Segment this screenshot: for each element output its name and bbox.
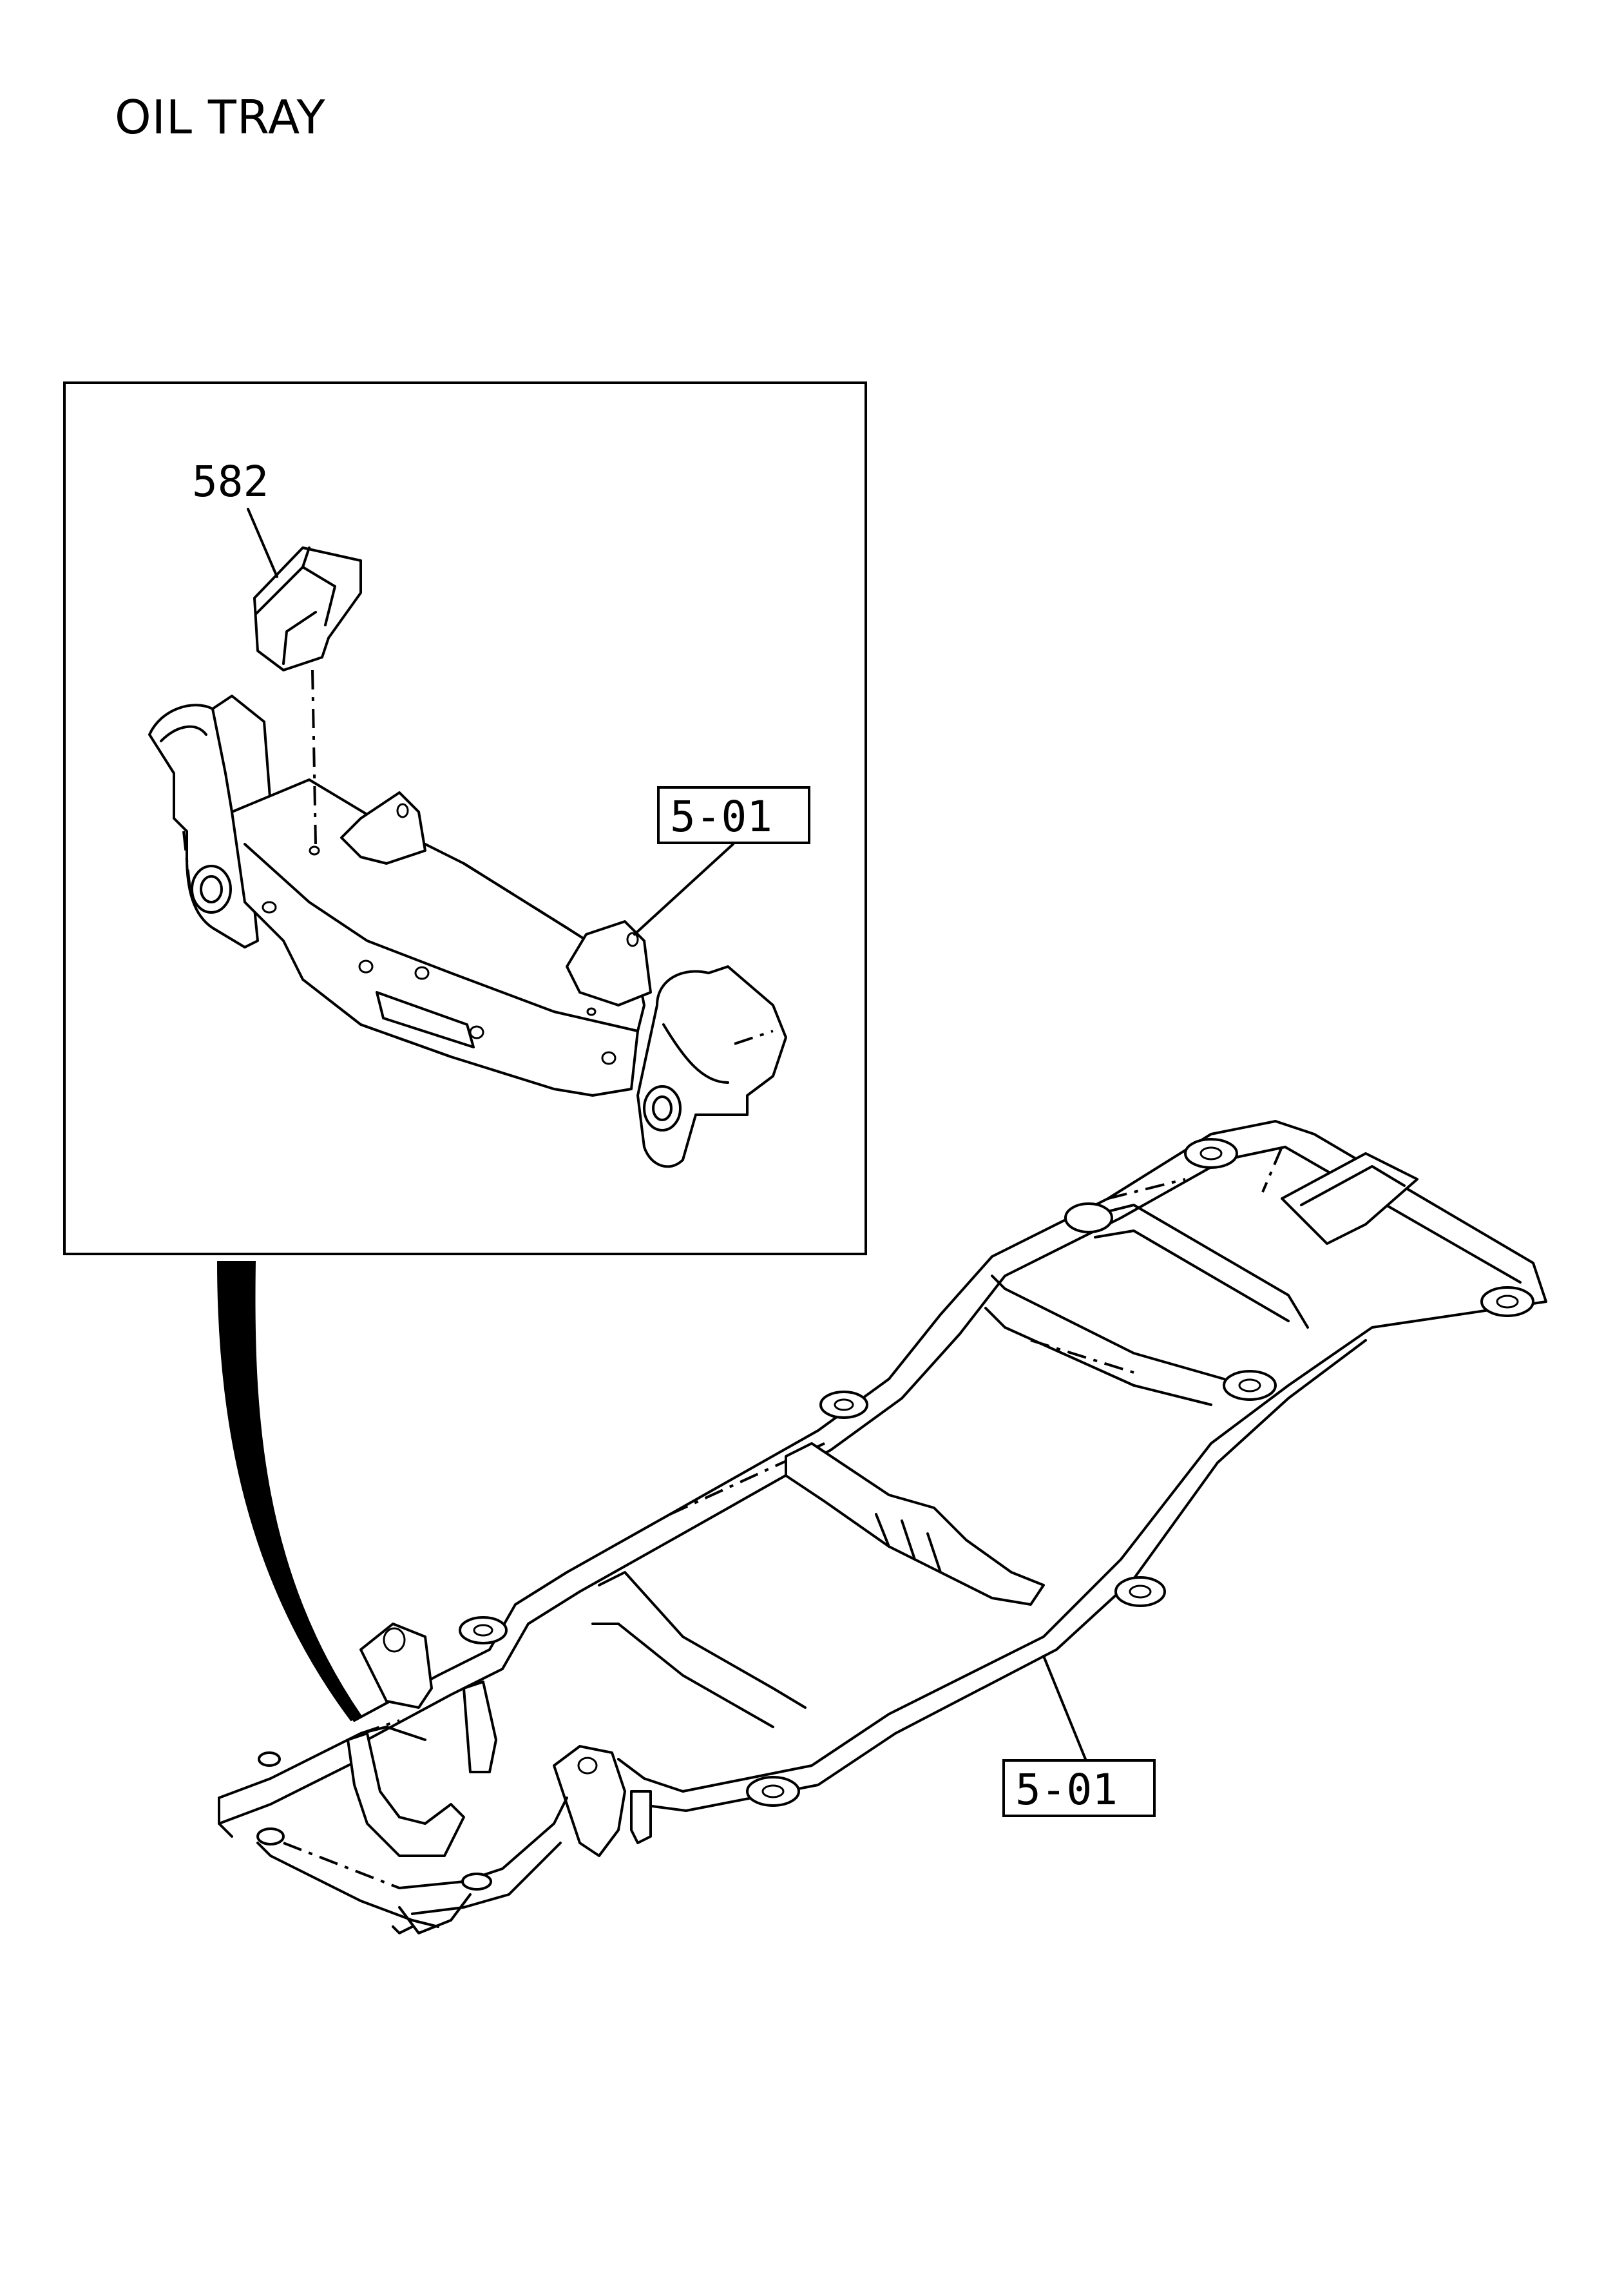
inset-leader-curve bbox=[216, 1261, 362, 1722]
page-title: OIL TRAY bbox=[115, 90, 326, 144]
oil-tray-part-582 bbox=[253, 546, 362, 845]
callout-582: 582 bbox=[192, 457, 278, 578]
callout-frame-5-01: 5-01 bbox=[1002, 1655, 1156, 1817]
crossmember-inset bbox=[148, 695, 787, 1168]
callout-inset-5-01: 5-01 bbox=[633, 786, 810, 936]
chassis-frame bbox=[218, 1120, 1547, 1934]
callout-582-label: 582 bbox=[192, 457, 269, 506]
callout-inset-5-01-label: 5-01 bbox=[670, 792, 772, 842]
callout-frame-5-01-label: 5-01 bbox=[1015, 1765, 1118, 1815]
